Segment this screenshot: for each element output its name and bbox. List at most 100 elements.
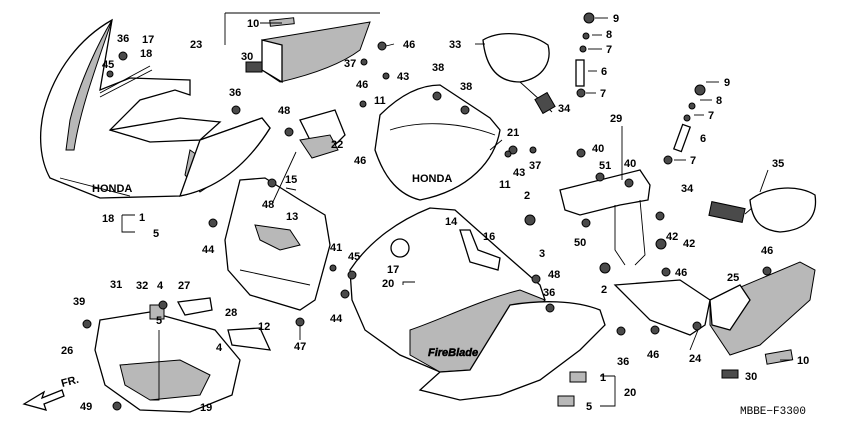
callout: 20 — [624, 387, 636, 399]
callout: 8 — [606, 29, 612, 41]
callout: 50 — [574, 237, 586, 249]
callout: 16 — [483, 231, 495, 243]
inner-fairing-12 — [224, 177, 331, 311]
callout: 36 — [617, 356, 629, 368]
callout: 1 — [139, 212, 145, 224]
callout: 38 — [460, 81, 472, 93]
callout: 30 — [241, 51, 253, 63]
callout: 3 — [539, 248, 545, 260]
inner-panel-24 — [613, 279, 711, 336]
callout: 17 — [387, 264, 399, 276]
callout: 9 — [724, 77, 730, 89]
callout: 6 — [601, 66, 607, 78]
callout: 18 — [102, 213, 114, 225]
callout: 5 — [153, 228, 159, 240]
callout: 30 — [745, 371, 757, 383]
callout: 51 — [599, 160, 611, 172]
fasteners — [82, 12, 772, 411]
callout: 45 — [348, 251, 360, 263]
callout: 37 — [344, 58, 356, 70]
callout: 36 — [543, 287, 555, 299]
mirror-left — [482, 33, 556, 115]
callout: 19 — [200, 402, 212, 414]
callout: 45 — [102, 59, 114, 71]
callout: 7 — [690, 155, 696, 167]
callout: 46 — [354, 155, 366, 167]
callout: 12 — [258, 321, 270, 333]
callout: 13 — [286, 211, 298, 223]
callout: 7 — [600, 88, 606, 100]
callout: 49 — [80, 401, 92, 413]
group-brackets — [121, 12, 616, 407]
callout: 46 — [356, 79, 368, 91]
callout: 32 — [136, 280, 148, 292]
callout: 40 — [624, 158, 636, 170]
callout: 4 — [157, 280, 164, 292]
callout: 25 — [727, 272, 739, 284]
callout: 47 — [294, 341, 306, 353]
leader-lines — [260, 17, 792, 361]
callout: 8 — [716, 95, 722, 107]
svg-text:HONDA: HONDA — [92, 183, 132, 195]
top-trim-strip — [245, 17, 371, 84]
callout: 11 — [499, 179, 511, 191]
callout: 48 — [278, 105, 290, 117]
callout: 7 — [708, 110, 714, 122]
callout-labels: 10 23 46 30 36 17 18 45 9 8 7 33 6 7 37 … — [60, 13, 809, 418]
callout: 34 — [558, 103, 571, 115]
callout: 46 — [403, 39, 415, 51]
callout: 20 — [382, 278, 394, 290]
callout: 9 — [613, 13, 619, 25]
callout: 10 — [247, 18, 259, 30]
callout: 23 — [190, 39, 202, 51]
callout: 2 — [524, 190, 530, 202]
callout: 31 — [110, 279, 122, 291]
direction-label: FR. — [60, 374, 80, 390]
callout: 29 — [610, 113, 622, 125]
callout: 15 — [285, 174, 297, 186]
callout: 35 — [772, 158, 784, 170]
callout: 46 — [675, 267, 687, 279]
callout: 37 — [529, 160, 541, 172]
callout: 42 — [683, 238, 695, 250]
diagram-code: MBBE−F3300 — [740, 406, 806, 418]
callout: 18 — [140, 48, 152, 60]
callout: 14 — [445, 216, 458, 228]
middle-cowl-right: FireBlade — [349, 207, 606, 407]
callout: 22 — [331, 139, 343, 151]
callout: 48 — [262, 199, 274, 211]
mirror-right — [708, 187, 817, 233]
callout: 7 — [606, 44, 612, 56]
callout: 6 — [700, 133, 706, 145]
callout: 48 — [548, 269, 560, 281]
svg-text:HONDA: HONDA — [412, 173, 452, 185]
callout: 26 — [61, 345, 73, 357]
callout: 41 — [330, 242, 342, 254]
callout: 36 — [229, 87, 241, 99]
windscreen: HONDA — [374, 84, 501, 201]
callout: 24 — [689, 353, 702, 365]
callout: 39 — [73, 296, 85, 308]
upper-cowl: HONDA — [40, 18, 271, 199]
callout: 5 — [156, 315, 162, 327]
callout: 21 — [507, 127, 519, 139]
stay-bracket-29 — [559, 169, 651, 266]
callout: 4 — [216, 342, 223, 354]
callout: 1 — [600, 372, 606, 384]
callout: 46 — [761, 245, 773, 257]
callout: 34 — [681, 183, 694, 195]
callout: 36 — [117, 33, 129, 45]
callout: 40 — [592, 143, 604, 155]
callout: 11 — [374, 95, 386, 107]
callout: 44 — [202, 244, 215, 256]
callout: 43 — [513, 167, 525, 179]
callout: 44 — [330, 313, 343, 325]
callout: 28 — [225, 307, 237, 319]
callout: 5 — [586, 401, 592, 413]
callout: 46 — [647, 349, 659, 361]
svg-text:FireBlade: FireBlade — [428, 347, 478, 359]
lower-cowl — [94, 304, 241, 413]
callout: 42 — [666, 231, 678, 243]
